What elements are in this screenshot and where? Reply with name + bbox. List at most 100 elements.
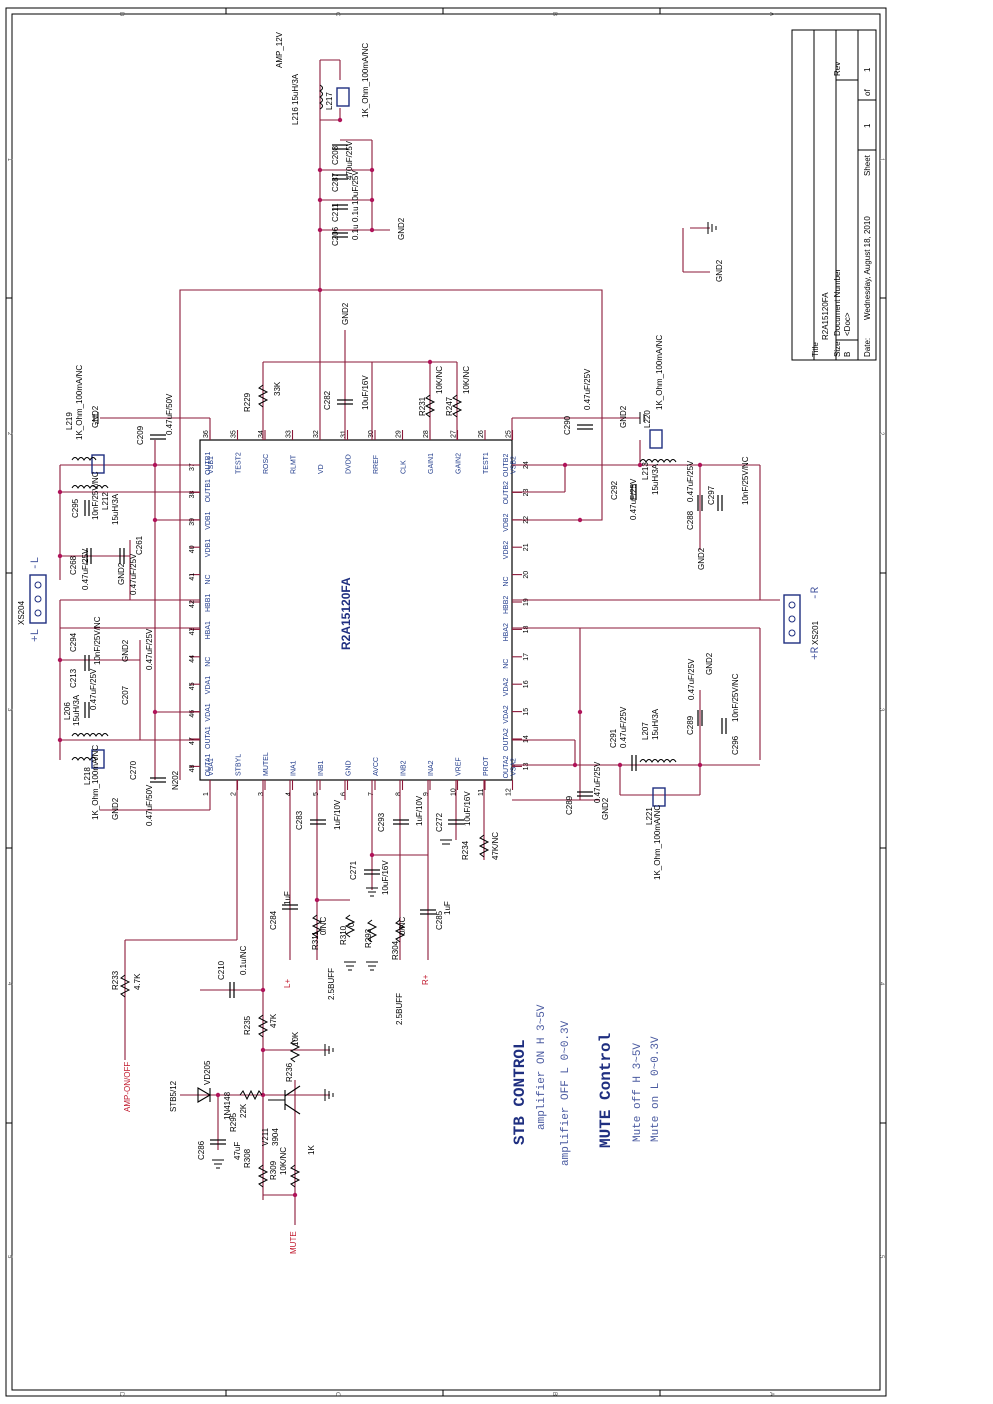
grid-letter: D bbox=[118, 12, 124, 17]
pin-name: NC bbox=[205, 657, 212, 667]
grid-letter: D bbox=[118, 1392, 124, 1397]
pin-number: 38 bbox=[189, 491, 196, 499]
pin-name: VDB2 bbox=[503, 541, 510, 559]
pin-number: 18 bbox=[523, 626, 530, 634]
value-r229: 33K bbox=[273, 381, 282, 396]
pin-number: 13 bbox=[523, 763, 530, 771]
pin-name: VSA1 bbox=[208, 758, 215, 776]
pin-number: 35 bbox=[231, 430, 238, 438]
resistors bbox=[119, 384, 490, 1188]
pin-number: 4 bbox=[286, 792, 293, 796]
net-2-5buff: 2.5BUFF bbox=[327, 968, 336, 1000]
label-c268: C268 bbox=[69, 555, 78, 575]
title-label: Title bbox=[811, 342, 820, 357]
label-vd205: VD205 bbox=[203, 1060, 212, 1085]
value-c208: 470uF/25V bbox=[345, 140, 354, 180]
pin-name: CLK bbox=[401, 460, 408, 474]
pin-name: RLMT bbox=[291, 454, 298, 474]
pin-name: VDA1 bbox=[205, 676, 212, 694]
size-value: B bbox=[843, 352, 852, 357]
date-label: Date: bbox=[863, 338, 872, 357]
capacitors bbox=[84, 144, 727, 1145]
value-l219: 1K_Ohm_100mA/NC bbox=[75, 365, 84, 440]
junctions bbox=[57, 117, 703, 1198]
grid-number: 2 bbox=[878, 432, 884, 436]
pin-name: VDA2 bbox=[503, 705, 510, 723]
chip-r2a15120fa: R2A15120FA N202 bbox=[171, 439, 513, 790]
value-c283: 1uF/10V bbox=[333, 799, 342, 830]
label-minus-r: -R bbox=[810, 586, 822, 600]
value-c211: 0.1u bbox=[351, 206, 360, 222]
pin-number: 28 bbox=[423, 430, 430, 438]
value-l217: 1K_Ohm_100mA/NC bbox=[361, 43, 370, 118]
sheet-label: Sheet bbox=[863, 154, 872, 176]
connector-xs204 bbox=[29, 574, 47, 624]
value-r247: 10K/NC bbox=[462, 366, 471, 394]
value-c206: 0.1u bbox=[351, 224, 360, 240]
pin-number: 32 bbox=[313, 430, 320, 438]
value-c284: 1uF bbox=[283, 891, 292, 905]
chip-pins-top: 36VSB135TEST234ROSC33RLMT32VD31DVDD30RRE… bbox=[203, 430, 518, 474]
grid-letter: B bbox=[551, 1392, 557, 1396]
pin-name: OUTA1 bbox=[205, 726, 212, 749]
inductors bbox=[71, 84, 677, 763]
rev-label: Rev bbox=[833, 62, 842, 76]
pin-number: 42 bbox=[189, 600, 196, 608]
net-2-5buff: 2.5BUFF bbox=[395, 993, 404, 1025]
grid-number: 3 bbox=[878, 708, 884, 712]
value-c287: 10uF/25V bbox=[351, 170, 360, 205]
grid-number: 1 bbox=[878, 158, 884, 162]
pin-number: 20 bbox=[523, 571, 530, 579]
pin-number: 26 bbox=[478, 430, 485, 438]
pin-number: 44 bbox=[189, 655, 196, 663]
pin-name: INA2 bbox=[428, 760, 435, 776]
value-c268: 0.47uF/25V bbox=[81, 548, 90, 590]
pin-number: 14 bbox=[523, 735, 530, 743]
value-c210: 0.1u/NC bbox=[239, 945, 248, 975]
pin-number: 3 bbox=[258, 792, 265, 796]
component-labels: AMP_12V L216 15uH/3A L217 1K_Ohm_100mA/N… bbox=[17, 31, 822, 1254]
pin-name: VSB1 bbox=[208, 456, 215, 474]
label-r236: R236 bbox=[285, 1062, 294, 1082]
value-c293: 1uF/10V bbox=[415, 795, 424, 826]
ferrite-beads bbox=[91, 87, 666, 807]
value-10k: 10K bbox=[291, 1031, 300, 1046]
label-r247: R247 bbox=[445, 396, 454, 416]
pin-number: 46 bbox=[189, 710, 196, 718]
net-mute: MUTE bbox=[289, 1231, 298, 1254]
pin-number: 33 bbox=[286, 430, 293, 438]
net-gnd2: GND2 bbox=[117, 562, 126, 585]
value-r310: 0 bbox=[347, 922, 356, 927]
grid-number: 4 bbox=[878, 982, 884, 986]
note-mute-on: Mute on L 0~0.3V bbox=[650, 1036, 662, 1142]
label-c289: C289 bbox=[686, 715, 695, 735]
pin-number: 2 bbox=[231, 792, 238, 796]
label-c287: C287 bbox=[331, 172, 340, 192]
label-r233: R233 bbox=[111, 970, 120, 990]
pin-name: OUTB2 bbox=[503, 454, 510, 477]
net-amp-on-off: AMP-ON/OFF bbox=[123, 1062, 132, 1112]
title-value: R2A15120FA bbox=[821, 292, 830, 340]
net-gnd2: GND2 bbox=[601, 797, 610, 820]
value-c261: 0.47uF/25V bbox=[129, 553, 138, 595]
label-r311: R311 bbox=[311, 931, 320, 950]
label-c206: C206 bbox=[331, 226, 340, 246]
of-label: of bbox=[863, 89, 872, 96]
grid-number: 2 bbox=[6, 432, 12, 436]
value-c294: 10nF/25V/NC bbox=[93, 616, 102, 665]
pin-name: VD bbox=[318, 464, 325, 474]
note-mute-title: MUTE Control bbox=[597, 1033, 615, 1148]
pin-name: VDB1 bbox=[205, 539, 212, 557]
label-r308: R308 bbox=[243, 1148, 252, 1168]
label-r304: R304 bbox=[391, 940, 400, 960]
inner-frame bbox=[11, 13, 881, 1391]
pin-name: HBA1 bbox=[205, 621, 212, 639]
net-l-plus: L+ bbox=[283, 979, 292, 988]
label-c207: C207 bbox=[121, 685, 130, 705]
net-r-plus: R+ bbox=[421, 974, 430, 985]
value-c291: 0.47uF/25V bbox=[619, 706, 628, 748]
net-gnd2: GND2 bbox=[121, 639, 130, 662]
value-r304: 0/NC bbox=[398, 917, 407, 935]
label-r309: R309 bbox=[269, 1160, 278, 1180]
